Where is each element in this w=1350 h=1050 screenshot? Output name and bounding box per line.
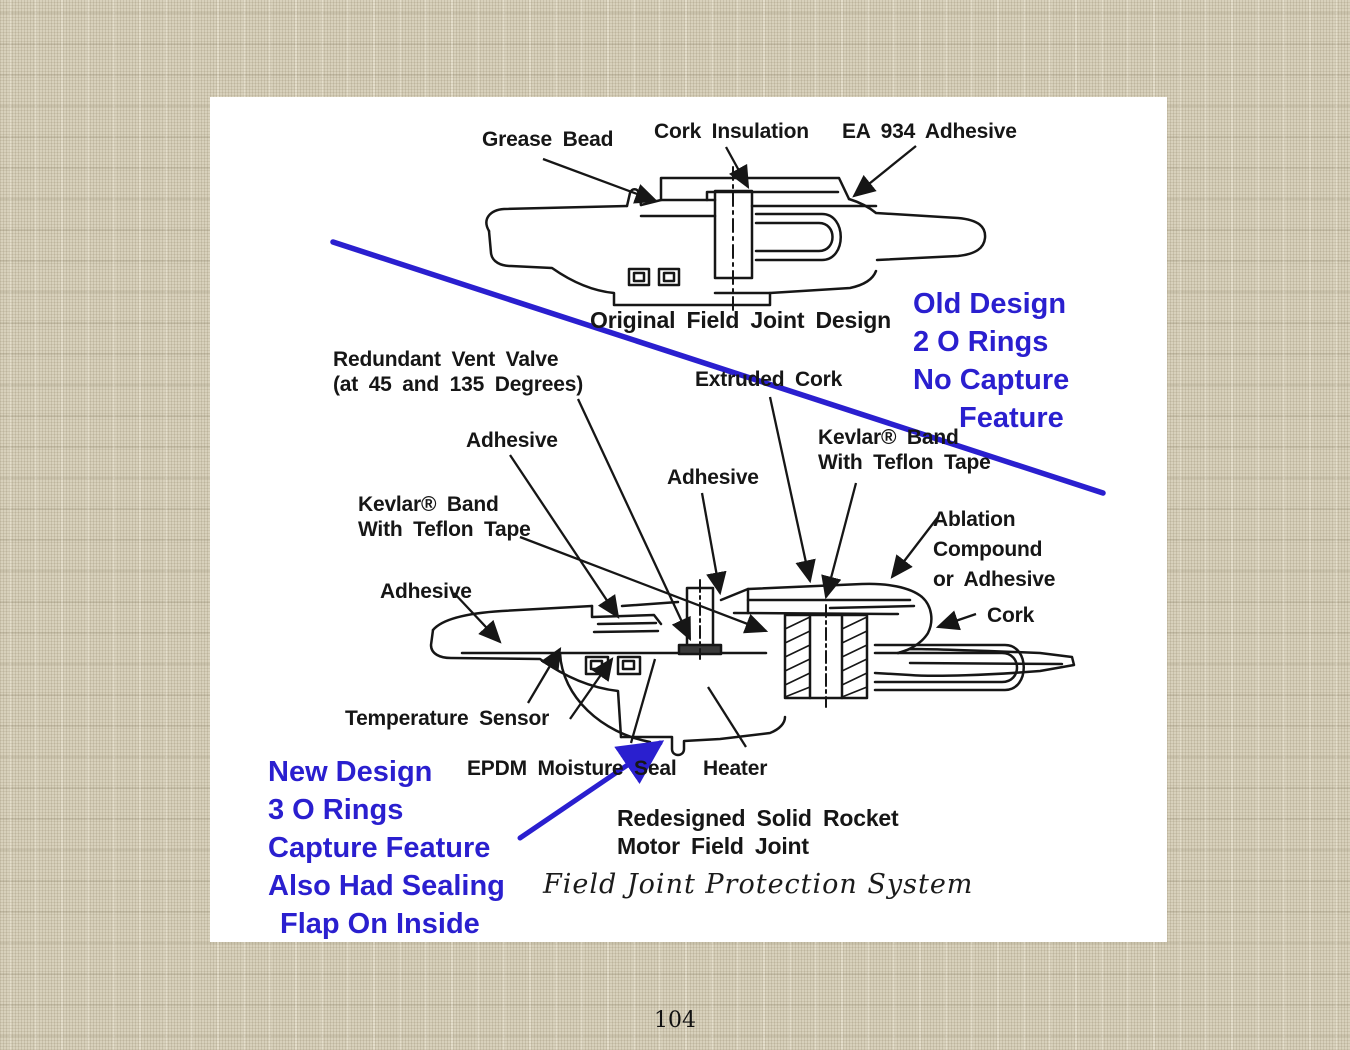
note-new-design-line: New Design bbox=[268, 756, 433, 788]
leader-lines bbox=[453, 145, 977, 748]
blue-capture-feature-arrow bbox=[517, 740, 665, 841]
label-line: With Teflon Tape bbox=[818, 451, 991, 474]
note-new-design: New Design 3 O Rings Capture Feature Als… bbox=[268, 753, 505, 943]
caption-line: Redesigned Solid Rocket bbox=[617, 805, 899, 831]
caption-line: Motor Field Joint bbox=[617, 833, 809, 859]
label-cork: Cork bbox=[987, 604, 1035, 627]
caption-original-field-joint: Original Field Joint Design bbox=[590, 307, 891, 333]
label-line: Compound bbox=[933, 538, 1043, 561]
note-new-design-line: Flap On Inside bbox=[280, 908, 480, 940]
redesigned-joint-drawing bbox=[429, 579, 1076, 757]
label-line: Kevlar® Band bbox=[818, 426, 959, 449]
note-old-design-line: Old Design bbox=[913, 288, 1067, 320]
page-number: 104 bbox=[654, 1008, 696, 1033]
label-extruded-cork: Extruded Cork bbox=[695, 368, 843, 391]
label-kevlar-band-right: Kevlar® Band With Teflon Tape bbox=[818, 425, 991, 475]
label-adhesive-upper: Adhesive bbox=[466, 429, 558, 452]
note-old-design-line: Feature bbox=[959, 402, 1064, 434]
note-old-design-line: 2 O Rings bbox=[913, 326, 1049, 358]
label-line: or Adhesive bbox=[933, 568, 1056, 591]
label-heater: Heater bbox=[703, 757, 768, 780]
label-temperature-sensor: Temperature Sensor bbox=[345, 707, 550, 730]
label-line: (at 45 and 135 Degrees) bbox=[333, 373, 584, 396]
note-old-design-line: No Capture bbox=[913, 364, 1070, 396]
slide-panel: Grease Bead Cork Insulation EA 934 Adhes… bbox=[210, 97, 1167, 942]
caption-field-joint-protection-system: Field Joint Protection System bbox=[543, 869, 974, 900]
label-adhesive-left: Adhesive bbox=[380, 580, 472, 603]
label-epdm-moisture-seal: EPDM Moisture Seal bbox=[467, 757, 677, 780]
label-line: Ablation bbox=[933, 508, 1016, 531]
label-redundant-vent-valve: Redundant Vent Valve (at 45 and 135 Degr… bbox=[333, 347, 583, 397]
label-ablation-compound: Ablation Compound or Adhesive bbox=[933, 505, 1055, 595]
field-joint-diagram-art bbox=[330, 145, 1106, 841]
caption-redesigned-joint: Redesigned Solid Rocket Motor Field Join… bbox=[617, 804, 899, 860]
blue-divider-line bbox=[330, 239, 1106, 496]
label-line: Redundant Vent Valve bbox=[333, 348, 559, 371]
note-new-design-line: Capture Feature bbox=[268, 832, 491, 864]
note-new-design-line: Also Had Sealing bbox=[268, 870, 505, 902]
label-line: With Teflon Tape bbox=[358, 518, 531, 541]
label-line: Kevlar® Band bbox=[358, 493, 499, 516]
label-ea-934-adhesive: EA 934 Adhesive bbox=[842, 120, 1017, 143]
label-adhesive-center: Adhesive bbox=[667, 466, 759, 489]
label-grease-bead: Grease Bead bbox=[482, 128, 614, 151]
label-kevlar-band-left: Kevlar® Band With Teflon Tape bbox=[358, 492, 531, 542]
note-old-design: Old Design 2 O Rings No Capture Feature bbox=[913, 285, 1069, 437]
original-joint-drawing bbox=[485, 166, 987, 314]
label-cork-insulation: Cork Insulation bbox=[654, 120, 809, 143]
note-new-design-line: 3 O Rings bbox=[268, 794, 404, 826]
